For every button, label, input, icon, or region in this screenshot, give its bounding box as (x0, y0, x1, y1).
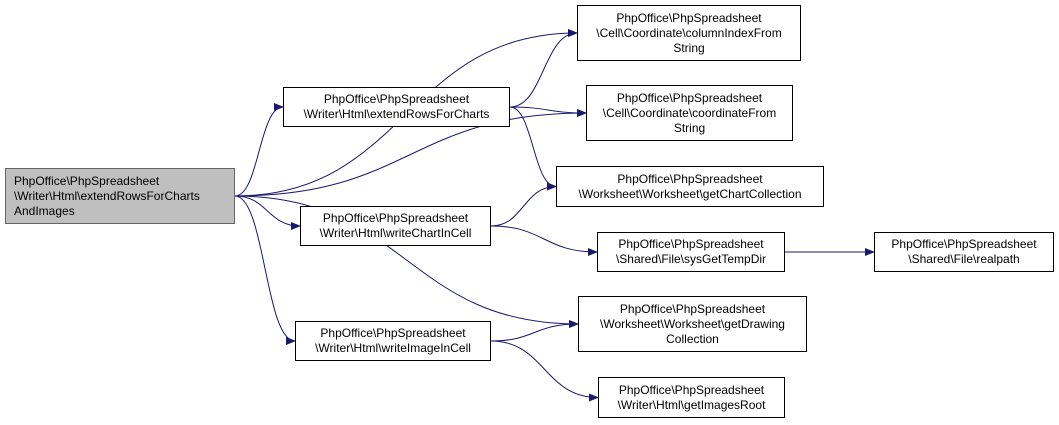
node-realpath-label: PhpOffice\PhpSpreadsheet \Shared\File\re… (891, 237, 1037, 266)
node-write-image-in-cell-label: PhpOffice\PhpSpreadsheet \Writer\Html\wr… (315, 326, 471, 355)
node-root-label: PhpOffice\PhpSpreadsheet \Writer\Html\ex… (14, 173, 200, 218)
node-write-chart-in-cell[interactable]: PhpOffice\PhpSpreadsheet \Writer\Html\wr… (300, 206, 491, 246)
node-get-chart-collection-label: PhpOffice\PhpSpreadsheet \Worksheet\Work… (578, 171, 802, 201)
node-sys-get-temp-dir-label: PhpOffice\PhpSpreadsheet \Shared\File\sy… (615, 237, 767, 266)
node-column-index-from-string-label: PhpOffice\PhpSpreadsheet \Cell\Coordinat… (596, 10, 782, 55)
node-get-chart-collection[interactable]: PhpOffice\PhpSpreadsheet \Worksheet\Work… (556, 166, 824, 207)
node-coordinate-from-string[interactable]: PhpOffice\PhpSpreadsheet \Cell\Coordinat… (586, 85, 793, 141)
node-write-image-in-cell[interactable]: PhpOffice\PhpSpreadsheet \Writer\Html\wr… (295, 321, 491, 361)
node-realpath[interactable]: PhpOffice\PhpSpreadsheet \Shared\File\re… (874, 232, 1054, 272)
node-extend-rows-for-charts[interactable]: PhpOffice\PhpSpreadsheet \Writer\Html\ex… (283, 87, 510, 127)
node-column-index-from-string[interactable]: PhpOffice\PhpSpreadsheet \Cell\Coordinat… (577, 5, 801, 61)
node-extend-rows-for-charts-label: PhpOffice\PhpSpreadsheet \Writer\Html\ex… (303, 92, 490, 121)
edge-root-to-write-image-in-cell (234, 195, 296, 345)
edge-root-to-extend-rows-for-charts (234, 103, 284, 197)
edge-write-chart-in-cell-to-get-chart-collection (490, 182, 557, 227)
edge-write-chart-in-cell-to-sys-get-temp-dir (490, 225, 598, 256)
node-write-chart-in-cell-label: PhpOffice\PhpSpreadsheet \Writer\Html\wr… (319, 211, 472, 240)
node-get-drawing-collection-label: PhpOffice\PhpSpreadsheet \Worksheet\Work… (600, 301, 785, 346)
edge-extend-rows-for-charts-to-get-chart-collection (509, 106, 557, 191)
node-root[interactable]: PhpOffice\PhpSpreadsheet \Writer\Html\ex… (5, 168, 235, 224)
edge-extend-rows-for-charts-to-coordinate-from-string (509, 106, 587, 117)
node-get-drawing-collection[interactable]: PhpOffice\PhpSpreadsheet \Worksheet\Work… (578, 296, 807, 352)
node-get-images-root-label: PhpOffice\PhpSpreadsheet \Writer\Html\ge… (617, 382, 766, 412)
edge-root-to-coordinate-from-string (234, 109, 587, 197)
edge-extend-rows-for-charts-to-column-index-from-string (509, 29, 578, 108)
edge-root-to-write-chart-in-cell (234, 195, 301, 230)
edge-write-image-in-cell-to-get-images-root (490, 340, 599, 402)
node-coordinate-from-string-label: PhpOffice\PhpSpreadsheet \Cell\Coordinat… (602, 90, 777, 135)
edge-root-to-get-drawing-collection (234, 195, 579, 328)
node-sys-get-temp-dir[interactable]: PhpOffice\PhpSpreadsheet \Shared\File\sy… (597, 232, 785, 272)
edge-write-image-in-cell-to-get-drawing-collection (490, 320, 579, 342)
node-get-images-root[interactable]: PhpOffice\PhpSpreadsheet \Writer\Html\ge… (598, 377, 785, 418)
